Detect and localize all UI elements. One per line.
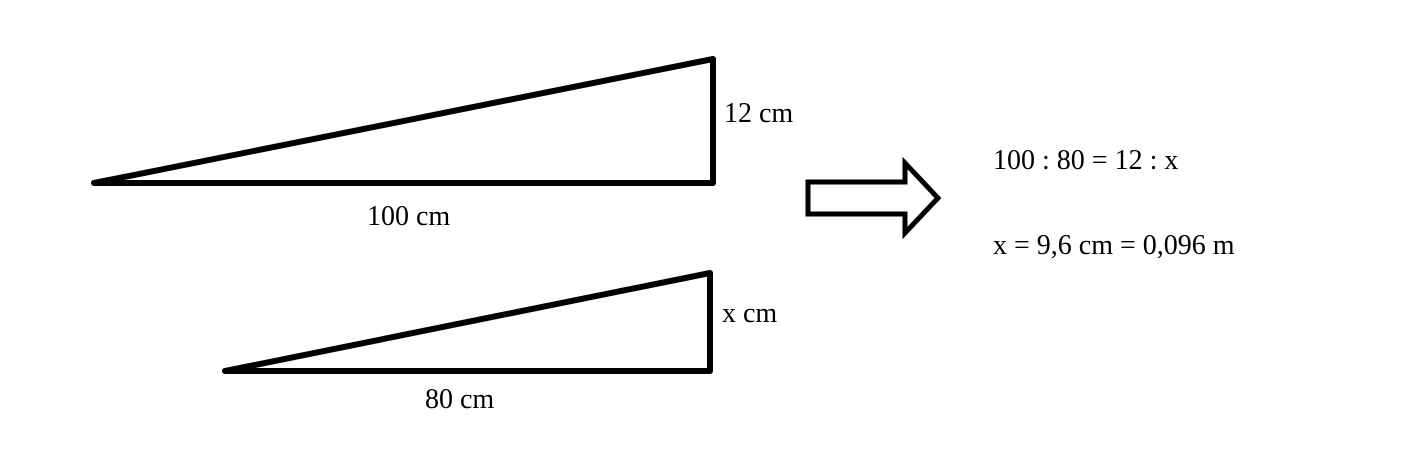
small-triangle bbox=[222, 270, 713, 374]
large-triangle-base-label: 100 cm bbox=[367, 201, 451, 232]
large-triangle-height-label: 12 cm bbox=[724, 98, 794, 129]
result-equation: x = 9,6 cm = 0,096 m bbox=[993, 230, 1235, 261]
small-triangle-base-label: 80 cm bbox=[425, 384, 495, 415]
large-triangle bbox=[91, 56, 716, 186]
small-triangle-height-label: x cm bbox=[722, 298, 778, 329]
proportion-equation: 100 : 80 = 12 : x bbox=[993, 145, 1179, 176]
right-arrow-outline-icon bbox=[805, 156, 942, 240]
